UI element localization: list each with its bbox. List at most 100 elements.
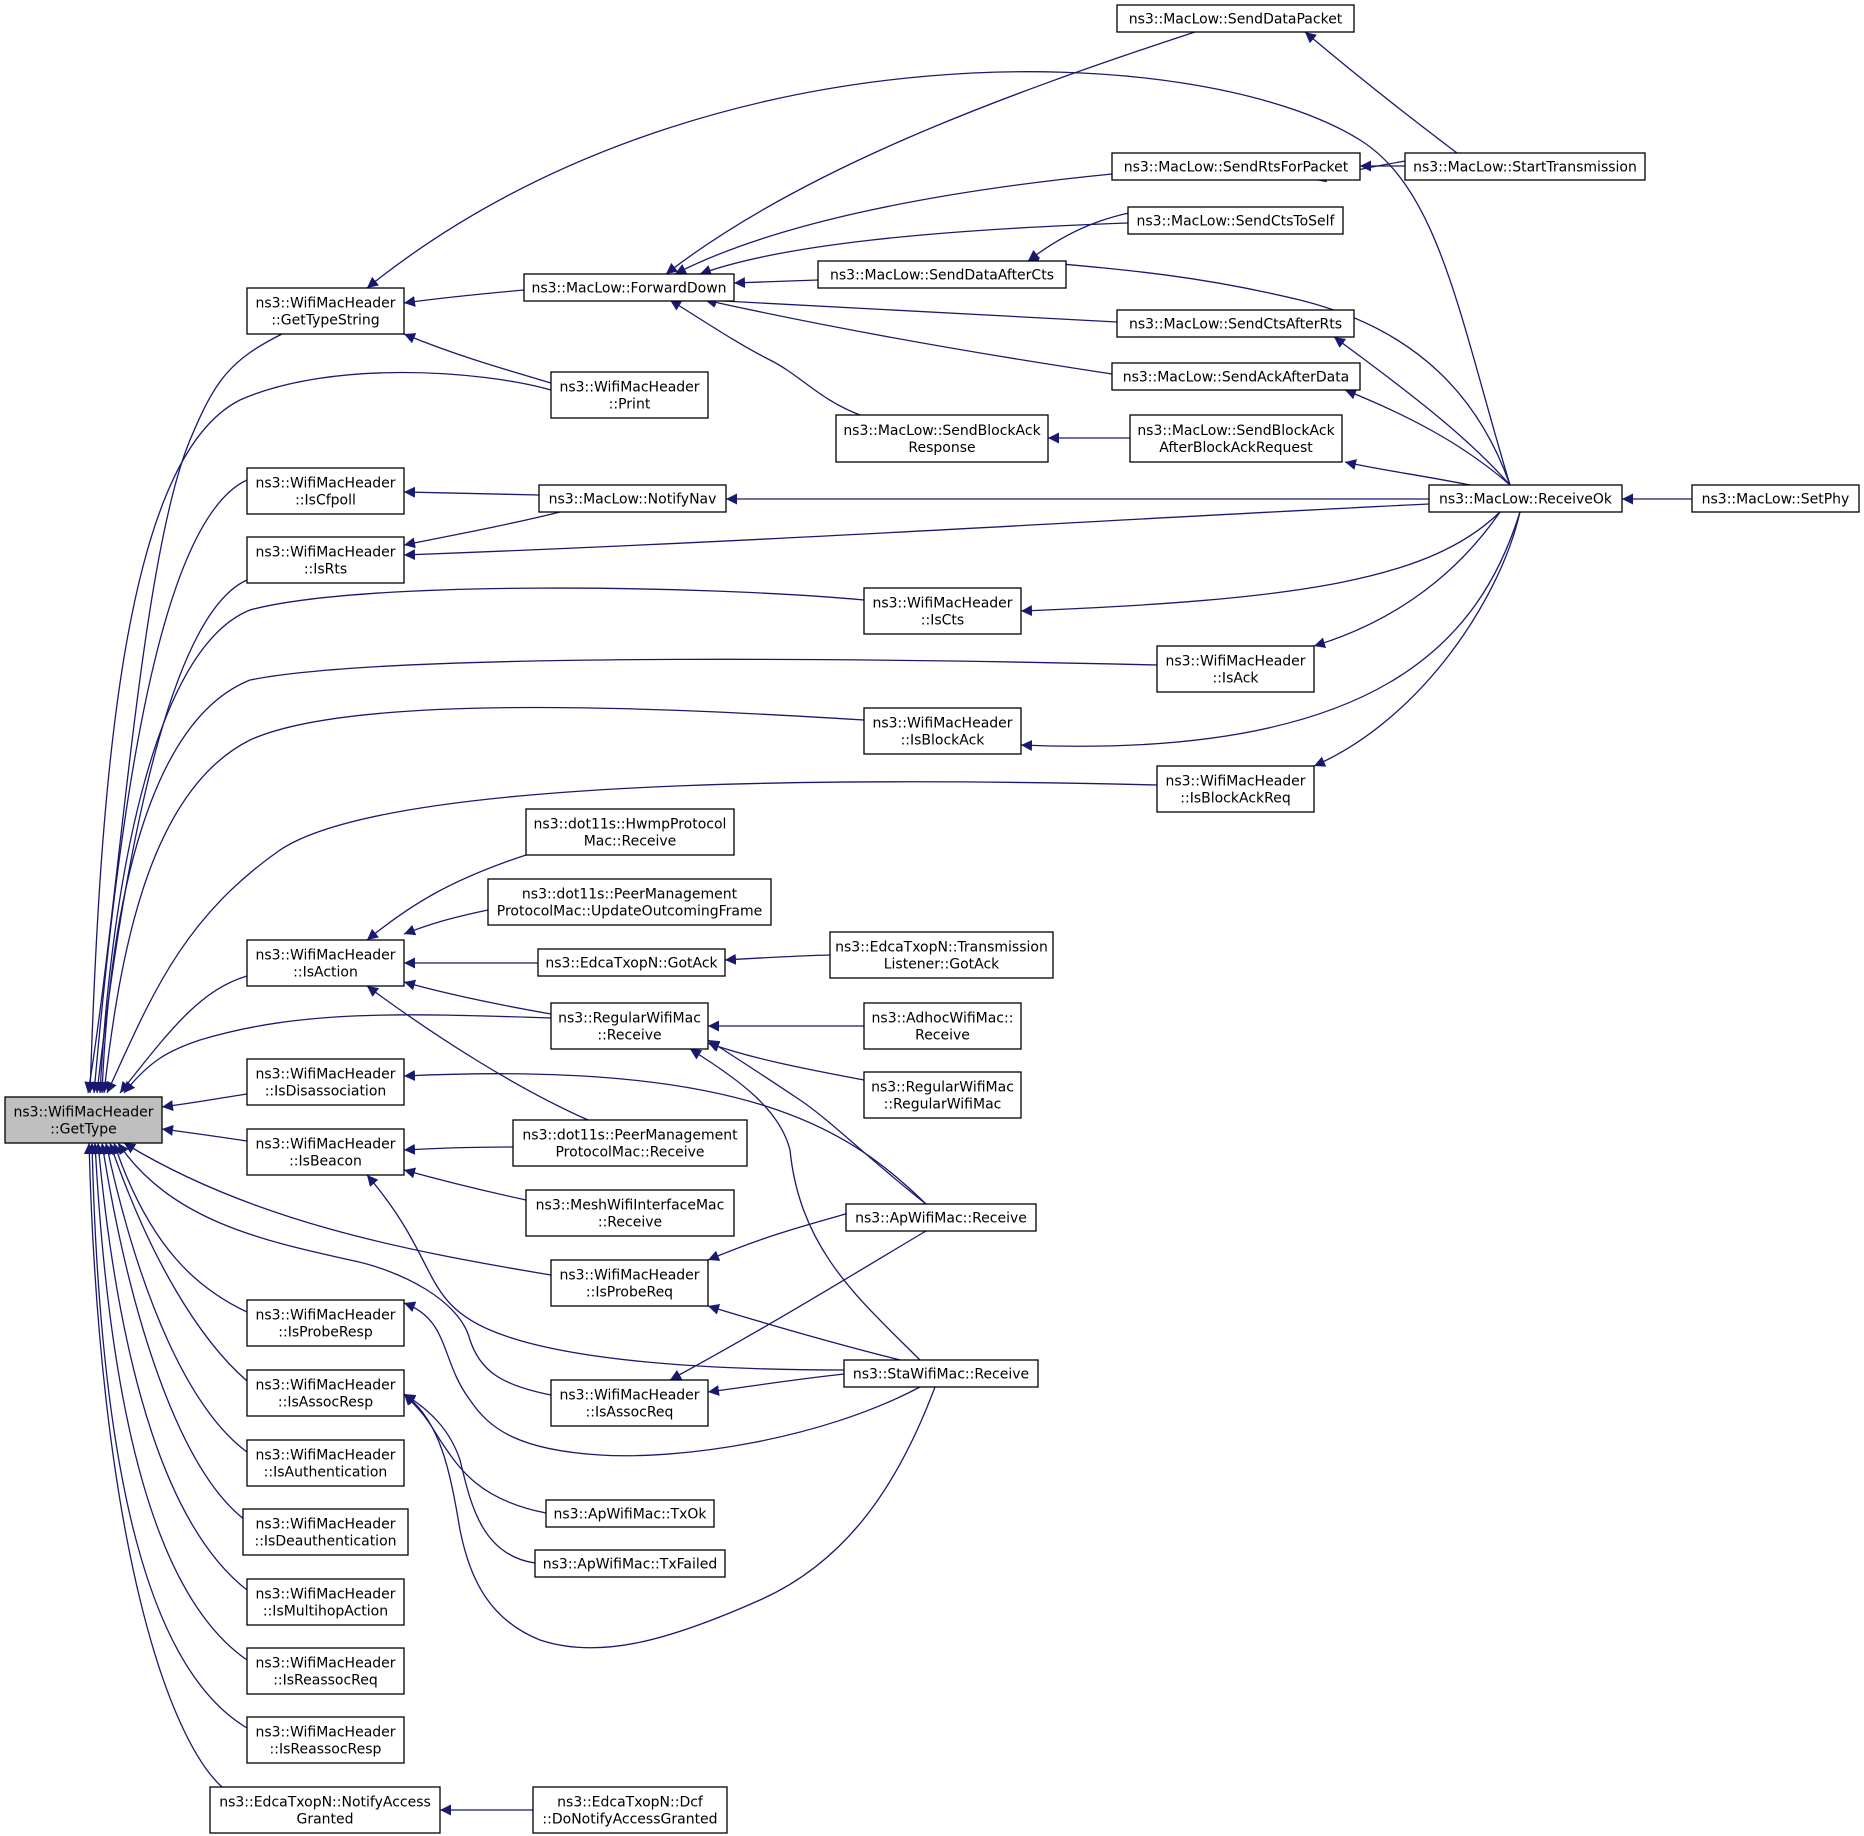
node-getTypeString[interactable]: ns3::WifiMacHeader::GetTypeString bbox=[246, 287, 405, 335]
node-box bbox=[512, 1119, 748, 1167]
node-isReassocReq[interactable]: ns3::WifiMacHeader::IsReassocReq bbox=[246, 1647, 405, 1695]
node-label: ns3::dot11s::HwmpProtocol bbox=[534, 817, 727, 833]
node-isProbeResp[interactable]: ns3::WifiMacHeader::IsProbeResp bbox=[246, 1299, 405, 1347]
node-pmpUpdateFrame[interactable]: ns3::dot11s::PeerManagementProtocolMac::… bbox=[487, 878, 772, 926]
node-label: ::IsDisassociation bbox=[265, 1084, 387, 1100]
node-box bbox=[550, 1002, 709, 1050]
node-setPhy[interactable]: ns3::MacLow::SetPhy bbox=[1691, 484, 1860, 513]
node-box bbox=[1156, 645, 1315, 693]
node-adhocReceive[interactable]: ns3::AdhocWifiMac::Receive bbox=[863, 1002, 1022, 1050]
node-label: ns3::EdcaTxopN::Transmission bbox=[835, 940, 1048, 956]
node-pmpReceive[interactable]: ns3::dot11s::PeerManagementProtocolMac::… bbox=[512, 1119, 748, 1167]
node-isProbeReq[interactable]: ns3::WifiMacHeader::IsProbeReq bbox=[550, 1259, 709, 1307]
edge-apTxFailed-to-isAssocResp bbox=[403, 1393, 536, 1564]
edge-sendDataAfterCts-to-forwardDown bbox=[733, 277, 819, 289]
node-isAction[interactable]: ns3::WifiMacHeader::IsAction bbox=[246, 939, 405, 987]
edge-staReceive-to-isAssocResp bbox=[403, 1386, 936, 1649]
node-label: ns3::MeshWifiInterfaceMac bbox=[536, 1198, 725, 1214]
node-isDeauthentication[interactable]: ns3::WifiMacHeader::IsDeauthentication bbox=[242, 1508, 409, 1556]
node-isAuthentication[interactable]: ns3::WifiMacHeader::IsAuthentication bbox=[246, 1439, 405, 1487]
edge-staReceive-to-regularReceive bbox=[689, 1048, 921, 1361]
node-label: ns3::MacLow::ReceiveOk bbox=[1439, 492, 1613, 508]
node-label: ns3::MacLow::SendDataPacket bbox=[1129, 12, 1343, 28]
edge-receiveOk-to-sendAckAfterData bbox=[1344, 388, 1511, 486]
node-startTransmission[interactable]: ns3::MacLow::StartTransmission bbox=[1404, 152, 1646, 181]
node-txListenerGotAck[interactable]: ns3::EdcaTxopN::TransmissionListener::Go… bbox=[829, 931, 1054, 979]
node-label: ns3::ApWifiMac::Receive bbox=[855, 1211, 1027, 1227]
node-label: ns3::WifiMacHeader bbox=[255, 948, 395, 964]
node-sendAckAfterData[interactable]: ns3::MacLow::SendAckAfterData bbox=[1111, 362, 1361, 391]
node-staReceive[interactable]: ns3::StaWifiMac::Receive bbox=[843, 1359, 1039, 1388]
edge-meshReceive-to-isBeacon bbox=[403, 1167, 527, 1201]
node-box bbox=[829, 931, 1054, 979]
node-isDisassociation[interactable]: ns3::WifiMacHeader::IsDisassociation bbox=[246, 1058, 405, 1106]
node-edcaGotAck[interactable]: ns3::EdcaTxopN::GotAck bbox=[537, 948, 726, 977]
edge-receiveOk-to-isAck bbox=[1313, 511, 1501, 649]
node-sendCtsToSelf[interactable]: ns3::MacLow::SendCtsToSelf bbox=[1127, 206, 1344, 235]
edge-sendBlockAckResponse-to-forwardDown bbox=[669, 299, 861, 416]
node-isBeacon[interactable]: ns3::WifiMacHeader::IsBeacon bbox=[246, 1128, 405, 1176]
node-label: ::IsMultihopAction bbox=[263, 1604, 388, 1620]
node-apReceive[interactable]: ns3::ApWifiMac::Receive bbox=[845, 1203, 1037, 1232]
node-box bbox=[246, 467, 405, 515]
node-isAck[interactable]: ns3::WifiMacHeader::IsAck bbox=[1156, 645, 1315, 693]
node-sendDataPacket[interactable]: ns3::MacLow::SendDataPacket bbox=[1116, 4, 1355, 33]
node-receiveOk[interactable]: ns3::MacLow::ReceiveOk bbox=[1428, 484, 1623, 513]
node-notifyNav[interactable]: ns3::MacLow::NotifyNav bbox=[538, 484, 727, 513]
edge-print-to-getTypeString bbox=[403, 333, 552, 384]
edge-isReassocResp-to-root bbox=[86, 1142, 248, 1729]
node-box bbox=[246, 1439, 405, 1487]
node-isBlockAckReq[interactable]: ns3::WifiMacHeader::IsBlockAckReq bbox=[1156, 765, 1315, 813]
node-label: Granted bbox=[296, 1812, 353, 1828]
node-box bbox=[1111, 152, 1361, 181]
node-label: ns3::WifiMacHeader bbox=[872, 716, 1012, 732]
edge-txListenerGotAck-to-edcaGotAck bbox=[724, 953, 831, 965]
node-label: ns3::WifiMacHeader bbox=[255, 545, 395, 561]
node-label: ns3::MacLow::SendBlockAck bbox=[843, 423, 1041, 439]
node-sendDataAfterCts[interactable]: ns3::MacLow::SendDataAfterCts bbox=[817, 260, 1067, 289]
edge-startTransmission-to-sendDataPacket bbox=[1304, 31, 1458, 154]
node-isCfpoll[interactable]: ns3::WifiMacHeader::IsCfpoll bbox=[246, 467, 405, 515]
node-box bbox=[487, 878, 772, 926]
edge-receiveOk-to-isBlockAckReq bbox=[1313, 511, 1521, 767]
node-box bbox=[525, 808, 735, 856]
node-meshReceive[interactable]: ns3::MeshWifiInterfaceMac::Receive bbox=[525, 1189, 735, 1237]
node-isBlockAck[interactable]: ns3::WifiMacHeader::IsBlockAck bbox=[863, 707, 1022, 755]
node-isCts[interactable]: ns3::WifiMacHeader::IsCts bbox=[863, 587, 1022, 635]
node-label: ns3::ApWifiMac::TxFailed bbox=[543, 1557, 717, 1573]
node-dcfNotifyAccessGranted[interactable]: ns3::EdcaTxopN::Dcf::DoNotifyAccessGrant… bbox=[532, 1786, 728, 1834]
node-isAssocResp[interactable]: ns3::WifiMacHeader::IsAssocResp bbox=[246, 1369, 405, 1417]
node-label: ns3::dot11s::PeerManagement bbox=[522, 1128, 738, 1144]
node-isReassocResp[interactable]: ns3::WifiMacHeader::IsReassocResp bbox=[246, 1716, 405, 1764]
node-sendBlockAckAfterReq[interactable]: ns3::MacLow::SendBlockAckAfterBlockAckRe… bbox=[1129, 414, 1343, 463]
node-regularReceive[interactable]: ns3::RegularWifiMac::Receive bbox=[550, 1002, 709, 1050]
node-notifyAccessGranted[interactable]: ns3::EdcaTxopN::NotifyAccessGranted bbox=[209, 1786, 441, 1834]
edge-staReceive-to-isAssocReq bbox=[707, 1373, 845, 1396]
node-isMultihopAction[interactable]: ns3::WifiMacHeader::IsMultihopAction bbox=[246, 1578, 405, 1626]
node-root[interactable]: ns3::WifiMacHeader::GetType bbox=[4, 1096, 163, 1144]
node-apTxFailed[interactable]: ns3::ApWifiMac::TxFailed bbox=[534, 1549, 726, 1578]
edge-pmpReceive-to-isAction bbox=[366, 985, 589, 1121]
node-label: ::IsRts bbox=[304, 562, 347, 578]
node-label: ::IsBlockAckReq bbox=[1180, 791, 1290, 807]
node-forwardDown[interactable]: ns3::MacLow::ForwardDown bbox=[523, 273, 735, 302]
node-box bbox=[246, 1128, 405, 1176]
node-sendRtsForPacket[interactable]: ns3::MacLow::SendRtsForPacket bbox=[1111, 152, 1361, 181]
node-box bbox=[1428, 484, 1623, 513]
node-sendCtsAfterRts[interactable]: ns3::MacLow::SendCtsAfterRts bbox=[1116, 309, 1355, 338]
edge-receiveOk-to-sendCtsAfterRts bbox=[1333, 336, 1511, 486]
node-isRts[interactable]: ns3::WifiMacHeader::IsRts bbox=[246, 536, 405, 584]
node-isAssocReq[interactable]: ns3::WifiMacHeader::IsAssocReq bbox=[550, 1379, 709, 1427]
node-label: ::Receive bbox=[597, 1028, 661, 1044]
node-regularCtor[interactable]: ns3::RegularWifiMac::RegularWifiMac bbox=[863, 1071, 1022, 1119]
node-apTxOk[interactable]: ns3::ApWifiMac::TxOk bbox=[545, 1499, 715, 1528]
node-print[interactable]: ns3::WifiMacHeader::Print bbox=[550, 371, 709, 419]
edge-isBlockAck-to-root bbox=[99, 706, 865, 1094]
node-label: ns3::MacLow::SendCtsToSelf bbox=[1137, 214, 1336, 230]
node-box bbox=[550, 1379, 709, 1427]
edge-apReceive-to-isAssocReq bbox=[669, 1230, 927, 1381]
node-label: ns3::MacLow::SetPhy bbox=[1702, 492, 1850, 508]
node-box bbox=[532, 1786, 728, 1834]
